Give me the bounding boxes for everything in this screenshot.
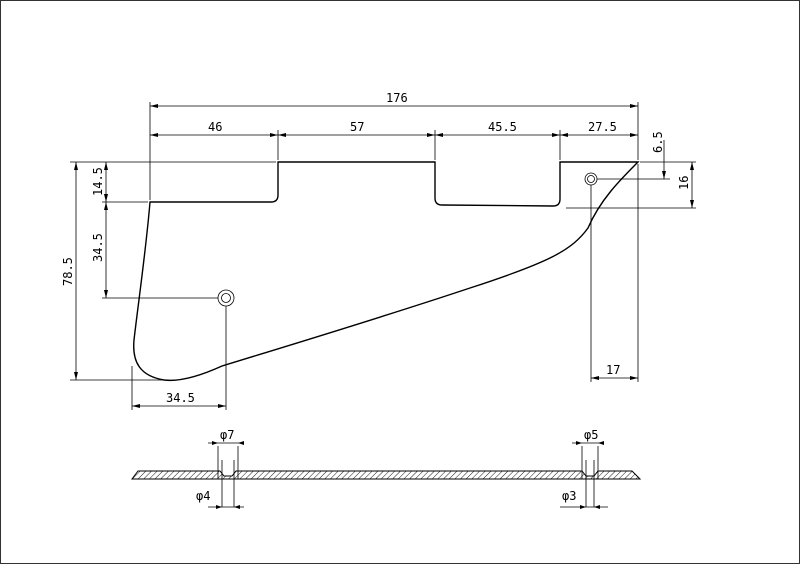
mounting-hole-right — [584, 172, 598, 186]
dim-top-seg-1: 46 — [208, 120, 222, 134]
section-view — [131, 441, 642, 509]
mounting-hole-left — [217, 289, 235, 307]
dim-overall-width: 176 — [386, 91, 408, 105]
dim-hole-left-height: 34.5 — [91, 233, 105, 262]
dim-left-step: 14.5 — [91, 167, 105, 196]
dimension-lines — [75, 105, 693, 407]
extension-lines — [70, 102, 696, 410]
dim-top-seg-4: 27.5 — [588, 120, 617, 134]
pickguard-outline — [133, 161, 640, 382]
dim-right-step: 6.5 — [651, 131, 665, 153]
dim-bottom-right-offset: 17 — [606, 363, 620, 377]
dim-dia-5: φ5 — [584, 428, 598, 442]
dim-top-seg-3: 45.5 — [488, 120, 517, 134]
dim-dia-3: φ3 — [562, 489, 576, 503]
dim-dia-7: φ7 — [220, 428, 234, 442]
dim-overall-height: 78.5 — [61, 257, 75, 286]
dim-dia-4: φ4 — [196, 489, 210, 503]
dim-top-seg-2: 57 — [350, 120, 364, 134]
section-plate — [131, 470, 642, 480]
arrowheads — [74, 104, 694, 408]
dim-bottom-left-offset: 34.5 — [166, 391, 195, 405]
dim-right-height: 16 — [677, 176, 691, 190]
